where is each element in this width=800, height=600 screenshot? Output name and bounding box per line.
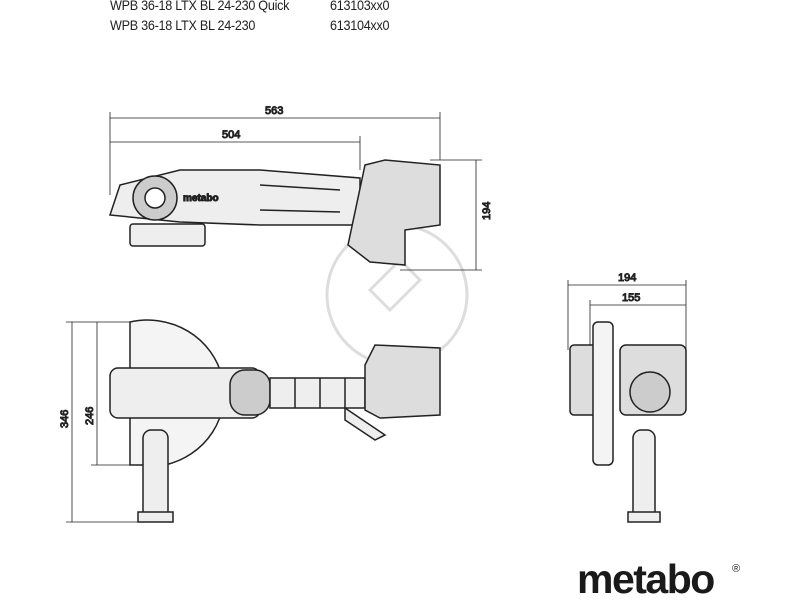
model-code-2: 613104xx0 xyxy=(330,17,390,33)
dim-top-194 xyxy=(400,159,482,271)
dim-label-front-194: 194 xyxy=(618,272,636,284)
grinder-front-view xyxy=(569,321,687,523)
registered-mark: ® xyxy=(732,563,741,575)
dim-label-top-194: 194 xyxy=(481,202,493,220)
dim-label-246: 246 xyxy=(84,407,96,425)
dim-front-155 xyxy=(589,300,686,350)
model-name-2: WPB 36-18 LTX BL 24-230 xyxy=(110,17,256,33)
model-name-1: WPB 36-18 LTX BL 24-230 Quick xyxy=(110,0,290,13)
dim-top-504 xyxy=(110,136,361,170)
grinder-top-view xyxy=(108,159,441,266)
grinder-side-view xyxy=(109,319,441,523)
dim-label-563: 563 xyxy=(265,105,283,117)
model-code-1: 613103xx0 xyxy=(330,0,390,13)
dim-side-346 xyxy=(66,321,150,523)
metabo-logo: metabo xyxy=(577,556,715,600)
tool-brand-label: metabo xyxy=(183,193,219,204)
dim-label-155: 155 xyxy=(622,292,640,304)
dim-front-194 xyxy=(567,280,687,350)
dim-label-504: 504 xyxy=(222,129,240,141)
dim-label-346: 346 xyxy=(59,410,71,428)
dim-top-563 xyxy=(109,112,441,195)
